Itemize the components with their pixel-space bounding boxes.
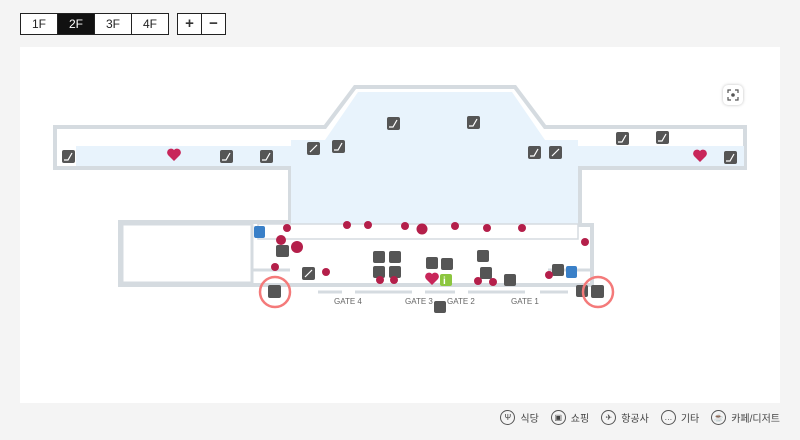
airline-pin[interactable]: [474, 277, 482, 285]
legend-item[interactable]: ▣ 쇼핑: [550, 410, 590, 425]
escalator-icon[interactable]: [616, 132, 629, 145]
gate-3-label: GATE 3: [405, 297, 433, 306]
floor-tab-3f[interactable]: 3F: [95, 14, 132, 34]
shop-pin[interactable]: [451, 222, 459, 230]
service-icon[interactable]: [389, 251, 401, 263]
west-concourse-walkway: [76, 146, 291, 166]
shop-pin[interactable]: [343, 221, 351, 229]
shopping-bag-icon: ▣: [550, 410, 566, 425]
shop-pin[interactable]: [401, 222, 409, 230]
central-hall-walkway: [291, 92, 578, 224]
escalator-icon[interactable]: [220, 150, 233, 163]
airplane-icon: ✈: [601, 410, 617, 425]
smoking-room-icon[interactable]: [591, 285, 604, 298]
shop-pin[interactable]: [291, 241, 303, 253]
floor-plan[interactable]: GATE 4 GATE 3 GATE 2 GATE 1: [20, 47, 780, 403]
gate-4-label: GATE 4: [334, 297, 362, 306]
zoom-in-button[interactable]: +: [178, 14, 202, 34]
fit-to-screen-button[interactable]: [723, 85, 743, 105]
atm-icon[interactable]: [389, 266, 401, 278]
zoom-controls: + −: [177, 13, 226, 35]
restaurant-pin[interactable]: [271, 263, 279, 271]
current-location-pin[interactable]: [416, 223, 428, 235]
info-i-glyph: i: [443, 276, 446, 287]
atm-icon[interactable]: [504, 274, 516, 286]
shop-pin[interactable]: [518, 224, 526, 232]
focus-icon: [727, 89, 739, 101]
airline-pin[interactable]: [489, 278, 497, 286]
legend-label: 항공사: [621, 414, 649, 425]
information-desk-icon[interactable]: [440, 274, 452, 286]
wifi-icon[interactable]: [552, 264, 564, 276]
legend-label: 카페/디저트: [731, 414, 780, 425]
map-legend: Ψ 식당 ▣ 쇼핑 ✈ 항공사 … 기타 ☕ 카페/디저트: [488, 410, 780, 425]
gate-2-label: GATE 2: [447, 297, 475, 306]
floor-tab-1f[interactable]: 1F: [21, 14, 58, 34]
legend-item[interactable]: … 기타: [660, 410, 700, 425]
escalator-icon[interactable]: [332, 140, 345, 153]
escalator-icon[interactable]: [260, 150, 273, 163]
escalator-icon[interactable]: [656, 131, 669, 144]
floor-tab-2f[interactable]: 2F: [58, 14, 95, 34]
shop-pin[interactable]: [364, 221, 372, 229]
highlight-ring: [581, 275, 615, 309]
east-concourse-walkway: [578, 146, 744, 166]
escalator-icon[interactable]: [480, 267, 492, 279]
shop-pin[interactable]: [276, 235, 286, 245]
legend-item[interactable]: Ψ 식당: [500, 410, 539, 425]
medical-heart-icon[interactable]: [693, 149, 707, 162]
legend-label: 기타: [680, 414, 700, 425]
restaurant-pin[interactable]: [283, 224, 291, 232]
smoking-room-icon[interactable]: [268, 285, 281, 298]
legend-item[interactable]: ☕ 카페/디저트: [711, 410, 780, 425]
restaurant-pin[interactable]: [581, 238, 589, 246]
floor-tab-4f[interactable]: 4F: [132, 14, 168, 34]
phone-icon[interactable]: [477, 250, 489, 262]
baby-care-icon[interactable]: [441, 258, 453, 270]
accessible-icon[interactable]: [426, 257, 438, 269]
highlight-ring: [258, 275, 292, 309]
coffee-cup-icon: ☕: [711, 410, 727, 425]
shop-pin[interactable]: [483, 224, 491, 232]
bus-icon[interactable]: [276, 245, 289, 257]
gate-1-label: GATE 1: [511, 297, 539, 306]
escalator-icon[interactable]: [373, 266, 385, 278]
shuttle-icon[interactable]: [434, 301, 446, 313]
zoom-out-button[interactable]: −: [202, 14, 225, 34]
airline-pin[interactable]: [390, 276, 398, 284]
escalator-icon[interactable]: [724, 151, 737, 164]
west-lounge-room: [120, 222, 254, 285]
escalator-icon[interactable]: [62, 150, 75, 163]
shop-pin[interactable]: [322, 268, 330, 276]
legend-item[interactable]: ✈ 항공사: [601, 410, 649, 425]
medical-heart-icon[interactable]: [167, 148, 181, 161]
cafe-pin[interactable]: [545, 271, 553, 279]
more-icon: …: [660, 410, 676, 425]
restroom-icon[interactable]: [254, 226, 265, 238]
escalator-icon[interactable]: [528, 146, 541, 159]
legend-label: 쇼핑: [570, 414, 590, 425]
fork-knife-icon: Ψ: [500, 410, 516, 425]
floor-selector: 1F 2F 3F 4F: [20, 13, 169, 35]
legend-label: 식당: [520, 414, 539, 425]
escalator-icon[interactable]: [387, 117, 400, 130]
phone-icon[interactable]: [373, 251, 385, 263]
floor-map[interactable]: GATE 4 GATE 3 GATE 2 GATE 1: [20, 47, 780, 403]
medical-heart-icon[interactable]: [425, 272, 439, 285]
escalator-icon[interactable]: [467, 116, 480, 129]
airline-pin[interactable]: [376, 276, 384, 284]
restroom-icon[interactable]: [566, 266, 577, 278]
